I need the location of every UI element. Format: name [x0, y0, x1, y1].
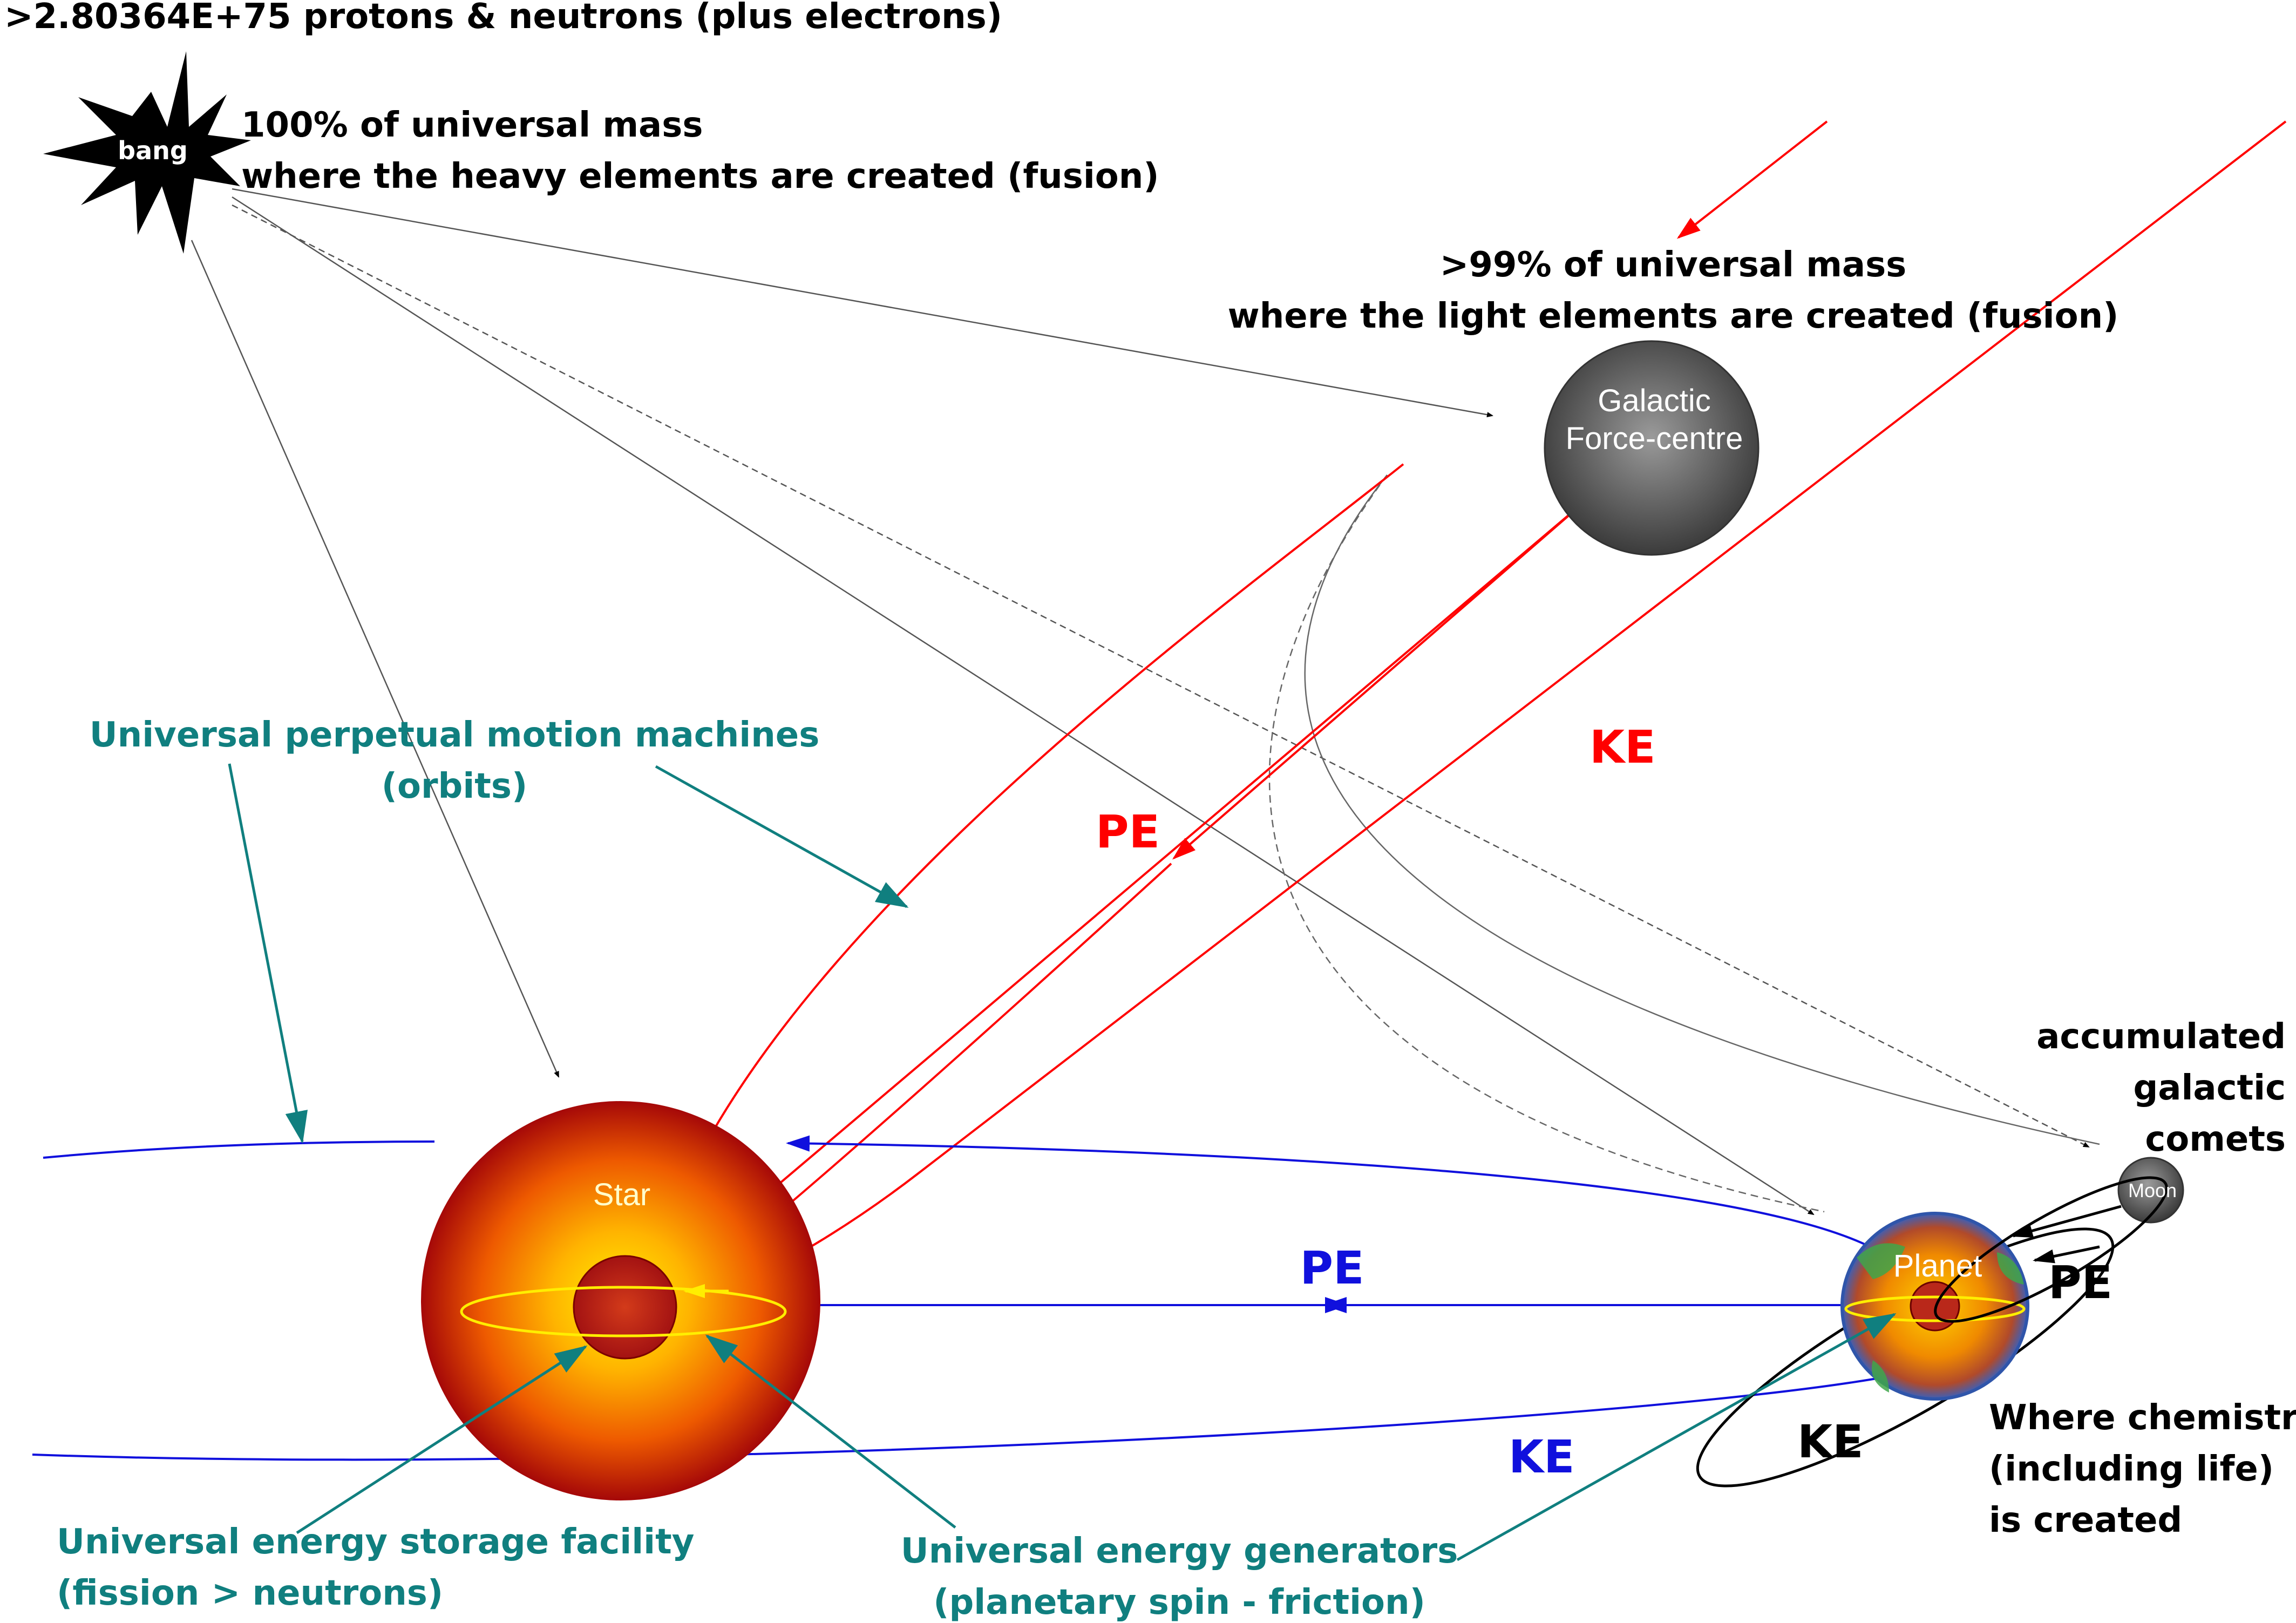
- pe-black-label: PE: [2048, 1256, 2112, 1309]
- teal-arrows: [228, 763, 1897, 1561]
- planet-ring: [1844, 1295, 2026, 1322]
- planet-label: Planet: [1893, 1248, 1982, 1284]
- moon-pe-arrow-2: [2033, 1245, 2100, 1264]
- comets-label-3: comets: [2145, 1119, 2286, 1159]
- bang-label: bang: [118, 136, 188, 165]
- force-centre-label: Force-centre: [1566, 421, 1743, 456]
- blue-lines: [32, 1135, 1890, 1461]
- chemistry-label-1: Where chemistry: [1989, 1398, 2296, 1438]
- moon-orbit: [1934, 1176, 2168, 1323]
- moon-label: Moon: [2128, 1179, 2177, 1201]
- bang-lines: [191, 188, 2090, 1215]
- star-ring: [460, 1286, 787, 1337]
- ke-black-label: KE: [1797, 1415, 1863, 1468]
- comets-label-2: galactic: [2133, 1068, 2286, 1108]
- chemistry-label-2: (including life): [1989, 1449, 2274, 1489]
- light-mass-label: >99% of universal mass: [1440, 245, 1907, 285]
- planet-land: [1857, 1243, 2024, 1393]
- ke-red-label: KE: [1589, 721, 1655, 773]
- pe-blue-label: PE: [1300, 1241, 1364, 1294]
- generators-label-1: Universal energy generators: [901, 1531, 1458, 1571]
- chemistry-label-3: is created: [1989, 1500, 2182, 1540]
- light-elements-label: where the light elements are created (fu…: [1228, 296, 2119, 336]
- comets-label-1: accumulated: [2036, 1017, 2286, 1057]
- comet-curves: [1268, 474, 2100, 1213]
- moon-body: [2117, 1157, 2184, 1224]
- perpetual-motion-label: Universal perpetual motion machines: [90, 715, 820, 755]
- star-label: Star: [593, 1177, 650, 1212]
- star-core: [573, 1255, 677, 1360]
- moon-pe-arrow-1: [2011, 1205, 2122, 1238]
- particles-label: >2.80364E+75 protons & neutrons (plus el…: [4, 0, 1002, 37]
- heavy-mass-label: 100% of universal mass: [241, 105, 703, 145]
- orbits-label: (orbits): [382, 766, 527, 806]
- ke-blue-label: KE: [1509, 1430, 1574, 1483]
- pe-red-label: PE: [1096, 805, 1160, 858]
- generators-label-2: (planetary spin - friction): [933, 1583, 1425, 1622]
- galactic-label: Galactic: [1598, 383, 1711, 418]
- storage-label-1: Universal energy storage facility: [57, 1522, 694, 1562]
- storage-label-2: (fission > neutrons): [57, 1573, 443, 1613]
- heavy-elements-label: where the heavy elements are created (fu…: [241, 157, 1159, 196]
- galactic-force-centre: [1544, 340, 1760, 556]
- bang-burst: [43, 51, 251, 254]
